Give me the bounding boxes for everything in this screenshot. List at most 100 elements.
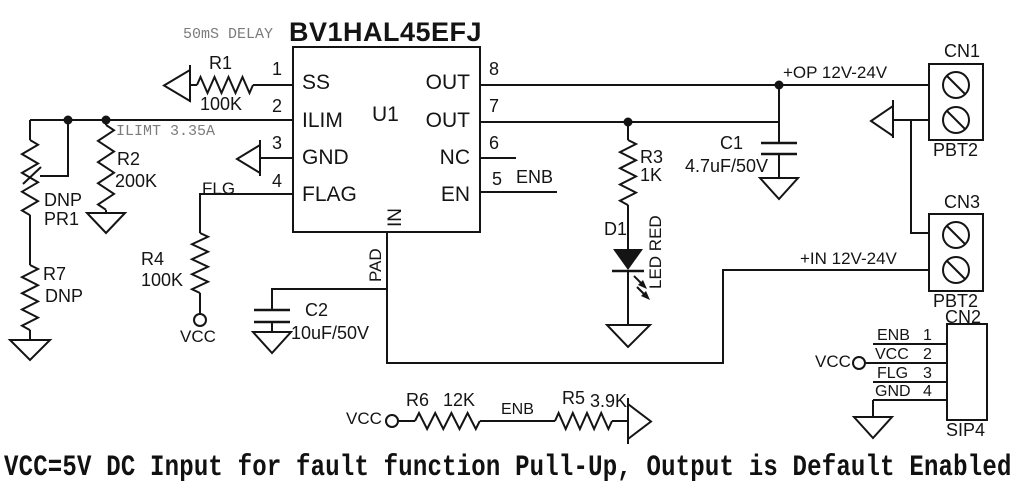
wire-in-net [271, 232, 929, 364]
cn2-pin1-num: 1 [923, 327, 932, 344]
pin-number-7: 7 [489, 96, 500, 116]
pin-number-1: 1 [271, 59, 282, 79]
ground-symbol-r2 [84, 212, 128, 235]
d1-value-label: LED RED [646, 215, 665, 289]
r7-ref-label: R7 [43, 264, 67, 284]
r4-ref-label: R4 [141, 249, 165, 269]
potentiometer-pr1-symbol [20, 120, 69, 217]
r3-value-label: 1K [640, 165, 663, 185]
connector-cn3-symbol [928, 213, 984, 292]
ic-pin-flag-label: FLAG [302, 183, 357, 206]
resistor-r5-symbol [554, 410, 613, 432]
ground-symbol-cn1 [869, 100, 894, 138]
pr1-ref-label: PR1 [44, 209, 80, 229]
c1-ref-label: C1 [720, 133, 744, 153]
enb-pullup-chain [385, 410, 628, 432]
c2-ref-label: C2 [305, 300, 329, 320]
cn2-pin4-num: 4 [923, 383, 932, 400]
pin-number-3: 3 [271, 133, 282, 153]
ic-pin-out7-label: OUT [425, 109, 470, 132]
op-net-label: +OP 12V-24V [783, 63, 888, 82]
d1-ref-label: D1 [604, 219, 628, 239]
cn3-part-label: PBT2 [933, 291, 979, 311]
enb-net-label-chain: ENB [501, 401, 534, 418]
vcc-terminal-cn2 [852, 356, 866, 370]
cn2-part-label: SIP4 [946, 420, 986, 440]
flg-net-label: FLG [202, 179, 236, 198]
vcc-terminal-r4 [193, 313, 207, 327]
ic-pad-label: PAD [366, 248, 385, 282]
pr1-value-label: DNP [44, 190, 83, 210]
delay-note: 50mS DELAY [183, 26, 274, 43]
resistor-r4-symbol [189, 232, 211, 314]
c2-value-label: 10uF/50V [291, 323, 370, 343]
r5-value-label: 3.9K [590, 391, 628, 411]
cn2-pin2-num: 2 [923, 346, 932, 363]
ground-symbol-r7 [7, 339, 53, 362]
ground-symbol-r1 [162, 65, 191, 103]
pin-number-2: 2 [271, 96, 282, 116]
vcc-label-cn2: VCC [815, 352, 851, 371]
ground-symbol-d1 [604, 324, 653, 349]
cn2-pin4-name: GND [875, 383, 911, 400]
ground-symbol-c1 [757, 177, 801, 201]
ic-refdes: U1 [372, 103, 399, 126]
cn2-pin3-name: FLG [877, 365, 909, 382]
resistor-r1-symbol [190, 74, 293, 96]
ic-pin-in-label: IN [385, 208, 406, 227]
ground-symbol-r5 [627, 398, 653, 444]
resistor-r7-symbol [19, 264, 41, 331]
cn1-ref-label: CN1 [944, 41, 981, 61]
connector-cn1-symbol [893, 63, 984, 234]
r2-value-label: 200K [115, 171, 158, 191]
pin-number-5: 5 [492, 169, 503, 189]
c1-value-label: 4.7uF/50V [685, 156, 769, 176]
ground-symbol-pin3 [235, 140, 293, 176]
cn3-ref-label: CN3 [944, 192, 981, 212]
in-net-label: +IN 12V-24V [800, 249, 897, 268]
r6-ref-label: R6 [406, 390, 430, 410]
r3-ref-label: R3 [640, 147, 664, 167]
ic-pin-ss-label: SS [302, 71, 331, 94]
r2-ref-label: R2 [117, 149, 141, 169]
r1-ref-label: R1 [209, 53, 233, 73]
ilimit-note: ILIMT 3.35A [116, 123, 216, 140]
r7-value-label: DNP [45, 286, 84, 306]
ic-pin-gnd-label: GND [302, 146, 349, 169]
ic-pin-out8-label: OUT [425, 71, 470, 94]
ground-symbol-cn2 [851, 416, 895, 440]
wire-flg-net [199, 193, 293, 233]
r6-value-label: 12K [443, 390, 476, 410]
schematic-caption: VCC=5V DC Input for fault function Pull-… [4, 451, 1012, 485]
ic-pin-en-label: EN [440, 183, 470, 206]
capacitor-c2-symbol [254, 308, 290, 332]
resistor-r6-symbol [414, 410, 481, 432]
r5-ref-label: R5 [562, 388, 586, 408]
vcc-label-chain: VCC [346, 409, 382, 428]
capacitor-c1-symbol [761, 141, 797, 178]
pin-number-6: 6 [489, 133, 500, 153]
wire-op-net [480, 80, 929, 143]
led-d1-symbol [612, 249, 650, 325]
cn2-ref-label: CN2 [945, 307, 982, 327]
ic-pin-ilim-label: ILIM [302, 109, 343, 132]
vcc-label-r4: VCC [180, 327, 216, 346]
enb-net-label-pin5: ENB [516, 167, 554, 187]
ground-symbol-c2 [250, 331, 294, 355]
ic-part-number: BV1HAL45EFJ [289, 17, 483, 47]
resistor-r3-symbol [617, 122, 639, 249]
pin-number-4: 4 [271, 171, 282, 191]
cn2-pin1-name: ENB [877, 327, 910, 344]
connector-cn2-symbol [852, 323, 988, 421]
pin-number-8: 8 [489, 59, 500, 79]
r4-value-label: 100K [141, 270, 184, 290]
junction-dot [774, 80, 784, 90]
cn2-pin3-num: 3 [923, 365, 932, 382]
r1-value-label: 100K [200, 94, 243, 114]
vcc-terminal-chain [385, 414, 399, 428]
ic-pin-nc-label: NC [439, 146, 470, 169]
resistor-r2-symbol [96, 120, 116, 213]
cn1-part-label: PBT2 [933, 140, 979, 160]
